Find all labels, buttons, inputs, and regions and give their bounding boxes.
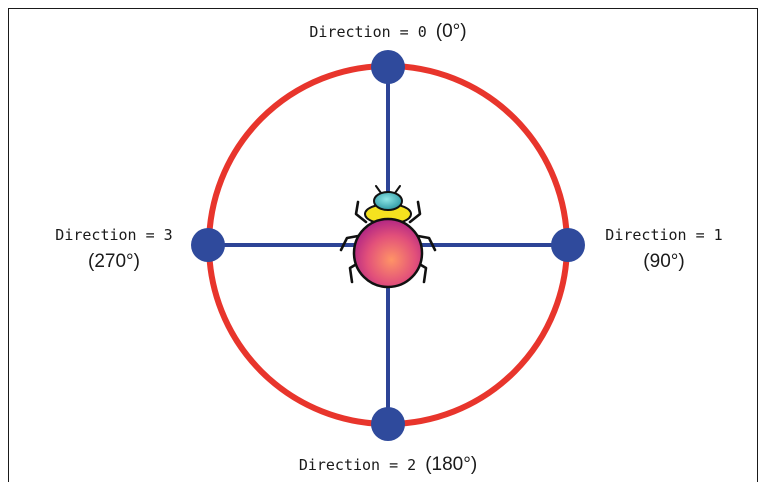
direction-angle-west: (270°) [88,251,140,272]
svg-text:Direction = 0 (0°): Direction = 0 (0°) [309,21,466,42]
direction-angle-north: (0°) [436,21,467,42]
direction-text-south: Direction = 2 [299,456,416,474]
direction-text-north: Direction = 0 [309,23,426,41]
direction-label-north: Direction = 0 (0°) [309,21,466,42]
direction-text-east: Direction = 1 [605,226,722,244]
direction-dot-north [371,50,405,84]
direction-label-east: Direction = 1 (90°) [605,226,722,272]
direction-label-south: Direction = 2 (180°) [299,454,477,475]
beetle-icon [341,186,435,287]
svg-text:Direction = 2 (180°): Direction = 2 (180°) [299,454,477,475]
direction-label-west: Direction = 3 (270°) [55,226,172,272]
direction-dot-east [551,228,585,262]
direction-angle-south: (180°) [425,454,477,475]
direction-text-west: Direction = 3 [55,226,172,244]
direction-angle-east: (90°) [643,251,684,272]
direction-dot-west [191,228,225,262]
direction-dot-south [371,407,405,441]
